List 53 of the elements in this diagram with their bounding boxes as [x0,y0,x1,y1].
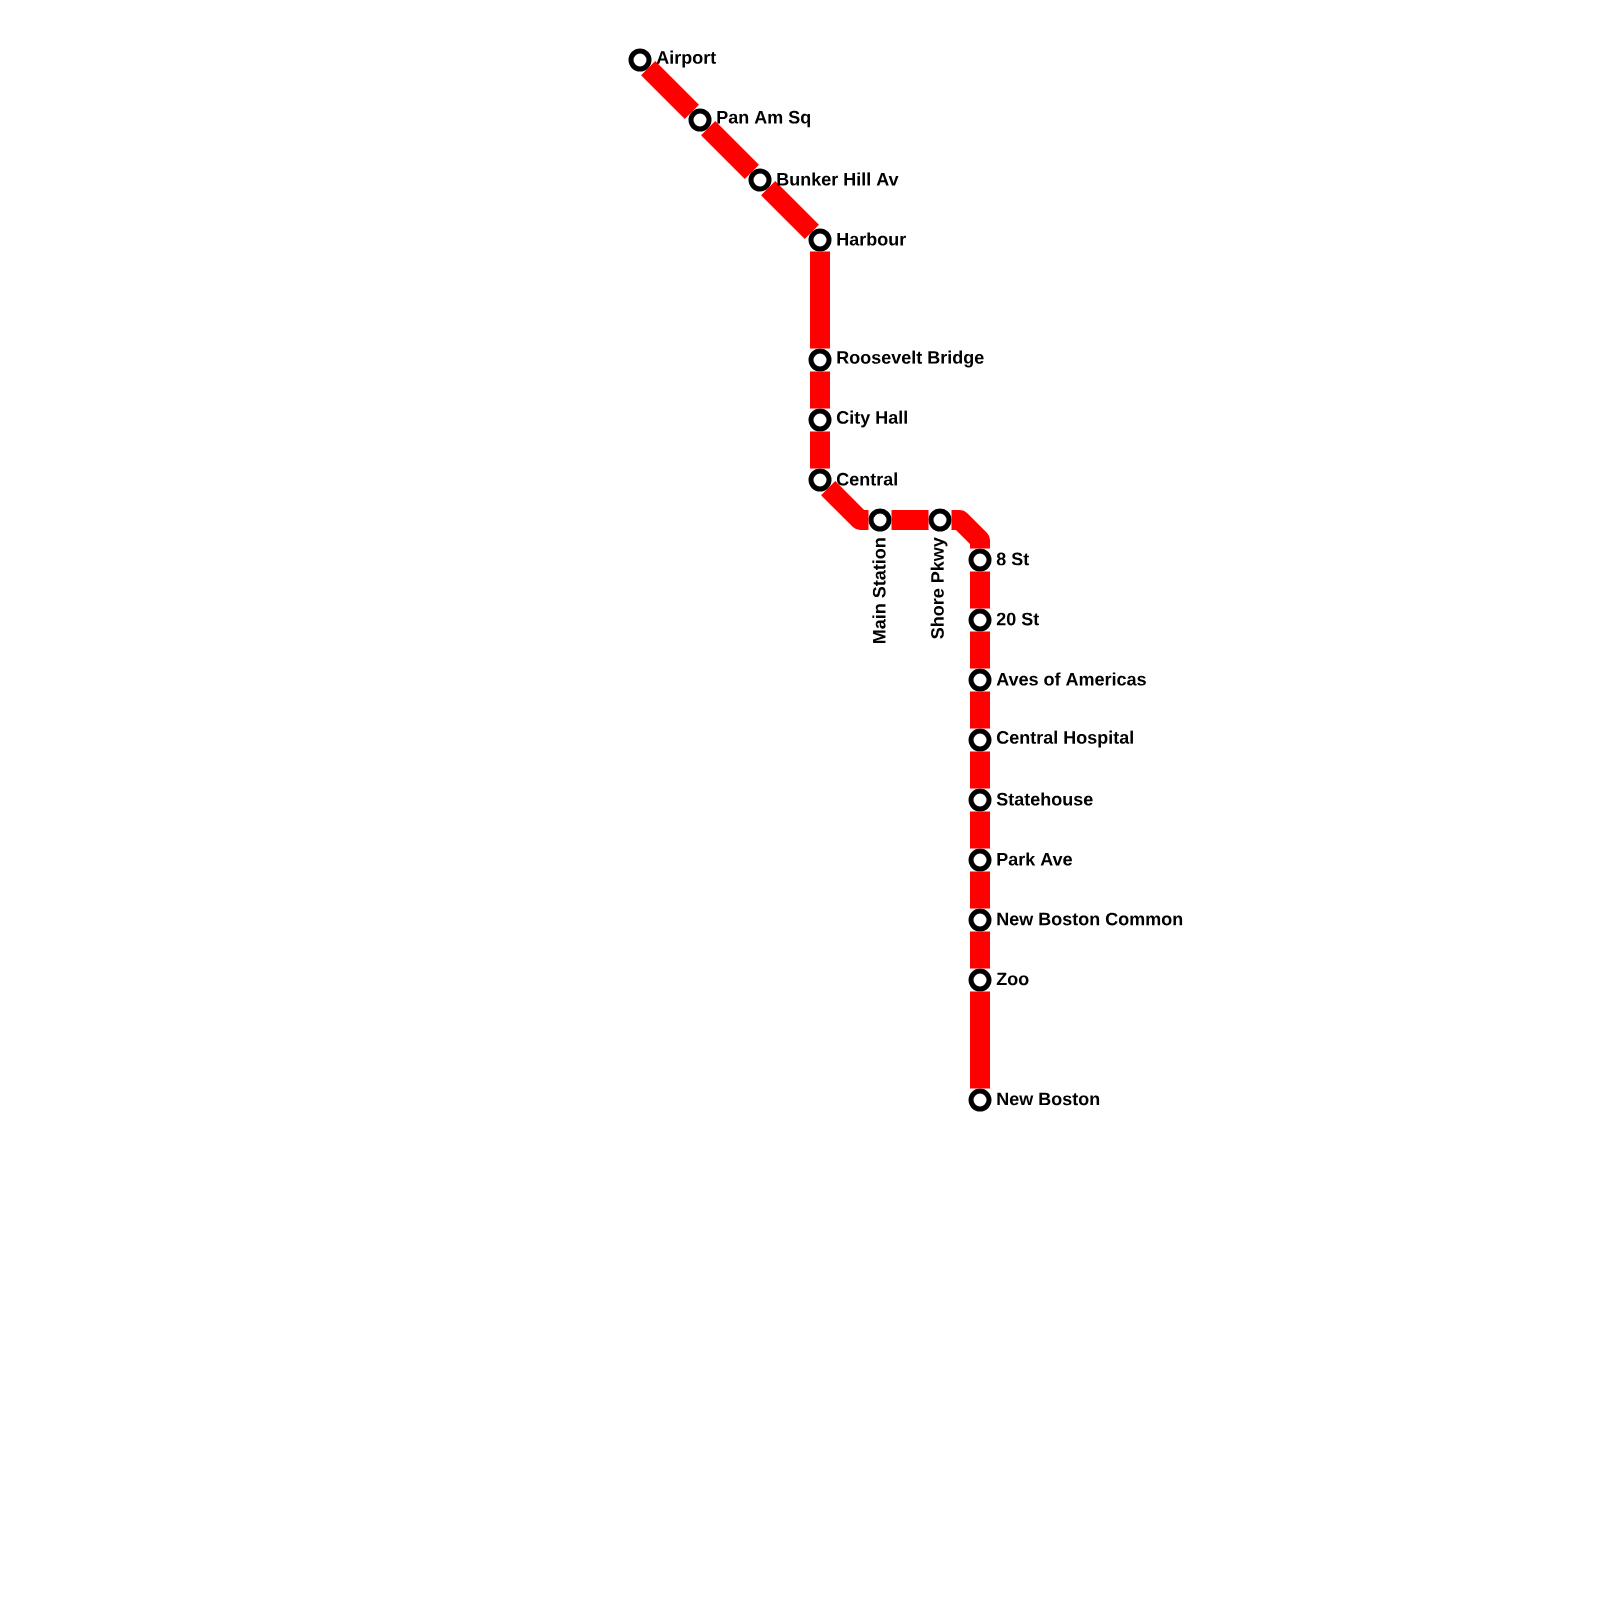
station-marker [748,168,772,192]
station-label: Zoo [996,972,1029,986]
station-label: Park Ave [997,852,1072,866]
track-line [810,371,830,409]
station-label: City Hall [836,410,907,428]
station-label: 20 St [996,612,1039,626]
track-line [970,691,990,729]
track-line [761,181,819,239]
track-line [821,481,870,530]
station-marker [808,468,832,492]
track-line [701,121,759,179]
station-marker [968,848,992,872]
track-line [970,991,990,1089]
station-marker [968,788,992,812]
track-line [810,431,830,469]
track-line [970,931,990,969]
station-label: Roosevelt Bridge [837,350,984,368]
track-line [891,510,929,530]
station-label: New Boston Common [997,912,1183,926]
station-marker [628,48,652,72]
station-label: Main Station [872,538,886,643]
station-label: Central Hospital [996,730,1133,748]
station-marker [968,968,992,992]
station-label: Bunker Hill Av [777,172,899,186]
track-line [970,871,990,909]
station-label: Aves of Americas [996,672,1146,686]
station-marker [808,228,832,252]
station-marker [688,108,712,132]
station-marker [968,1088,992,1112]
station-marker [808,408,832,432]
station-label: New Boston [997,1092,1100,1106]
station-marker [808,348,832,372]
station-marker [928,508,952,532]
station-marker [968,908,992,932]
track-line [810,251,830,349]
station-label: Airport [656,50,716,68]
station-marker [868,508,892,532]
station-label: 8 St [996,552,1029,566]
station-marker [968,548,992,572]
track-line [970,571,990,609]
track-line [641,61,699,119]
station-label: Shore Pkwy [930,537,948,639]
track-line [950,510,990,550]
track-line [970,751,990,789]
station-marker [968,668,992,692]
station-label: Harbour [837,232,906,246]
station-label: Statehouse [996,792,1093,806]
station-label: Pan Am Sq [717,110,810,128]
station-label: Central [836,472,897,486]
station-marker [968,728,992,752]
track-line [970,631,990,669]
station-marker [968,608,992,632]
track-line [970,811,990,849]
